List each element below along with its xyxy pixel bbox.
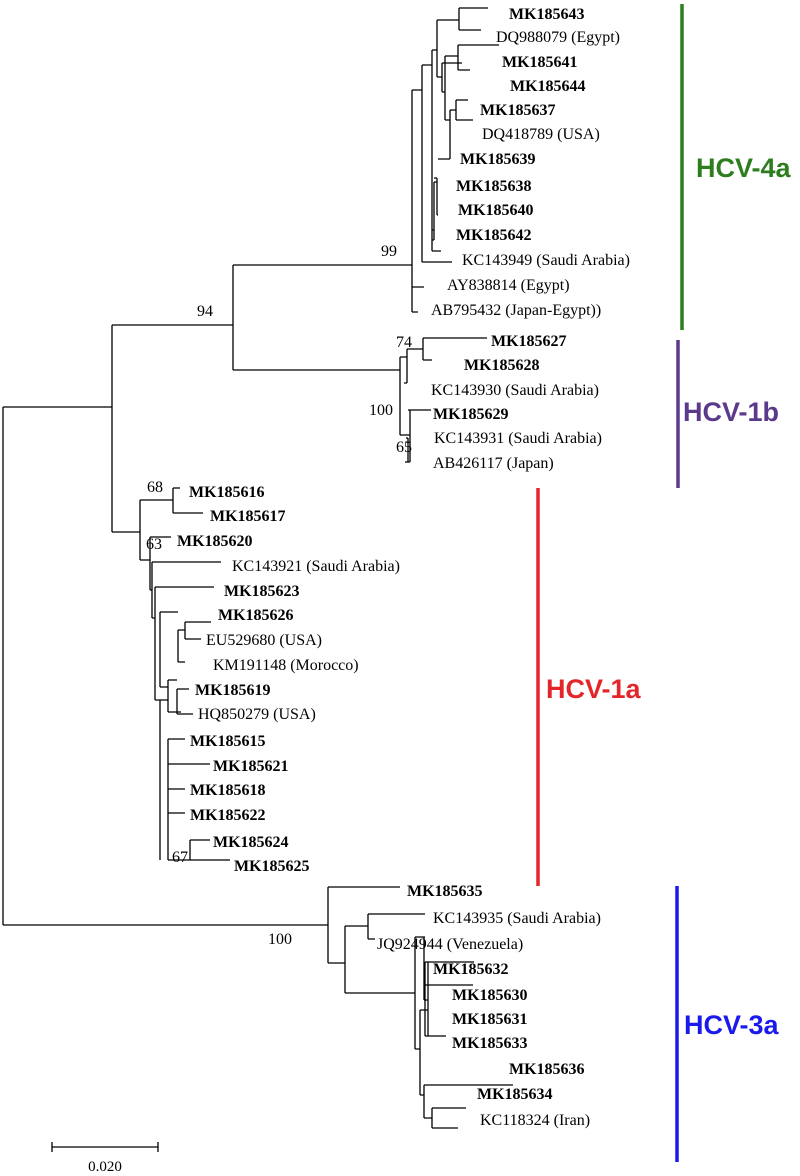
leaf-label: MK185633: [452, 1035, 528, 1052]
clade-label-hcv4a: HCV-4a: [696, 153, 792, 183]
bootstrap-value: 65: [396, 439, 412, 456]
branch-hcv3a: [327, 886, 513, 1129]
leaf-label: JQ924944 (Venezuela): [377, 936, 523, 953]
leaf-label: MK185622: [190, 807, 266, 824]
branch-4a-1b-split: [232, 264, 412, 371]
bootstrap-value: 94: [197, 303, 213, 320]
leaf-label: KC143949 (Saudi Arabia): [462, 252, 630, 269]
leaf-label: AB426117 (Japan): [433, 455, 554, 472]
bootstrap-value: 63: [146, 536, 162, 553]
leaf-label: KC118324 (Iran): [480, 1112, 590, 1129]
leaf-label: MK185631: [452, 1011, 528, 1028]
leaf-label: MK185629: [433, 406, 509, 423]
leaf-label: MK185630: [452, 987, 528, 1004]
branch-upper-clade: [111, 324, 233, 533]
leaf-label: MK185640: [458, 202, 534, 219]
scale-bar-label: 0.020: [88, 1159, 122, 1175]
bootstrap-value: 74: [396, 334, 412, 351]
leaf-label: MK185637: [480, 102, 556, 119]
leaf-label: MK185635: [407, 883, 483, 900]
clade-bars: [536, 4, 684, 1162]
leaf-label: MK185642: [456, 227, 532, 244]
clade-label-hcv1a: HCV-1a: [546, 674, 642, 704]
branch-hcv1b: [399, 337, 487, 463]
branch-hcv4a: [411, 7, 499, 313]
leaf-label: MK185626: [218, 607, 294, 624]
leaf-label: EU529680 (USA): [206, 632, 322, 649]
bootstrap-value: 67: [172, 849, 188, 866]
leaf-label: AB795432 (Japan-Egypt)): [431, 302, 601, 319]
bootstrap-value: 68: [147, 479, 163, 496]
leaf-label: MK185617: [210, 508, 286, 525]
leaf-label: MK185615: [190, 733, 266, 750]
leaf-label: KC143935 (Saudi Arabia): [433, 910, 601, 927]
leaf-label: MK185621: [213, 758, 289, 775]
leaf-label: DQ988079 (Egypt): [496, 29, 620, 46]
leaf-label: HQ850279 (USA): [198, 706, 316, 723]
leaf-label: KC143930 (Saudi Arabia): [431, 382, 599, 399]
leaf-label: KC143921 (Saudi Arabia): [232, 558, 400, 575]
clade-label-hcv3a: HCV-3a: [684, 1010, 780, 1040]
leaf-label: MK185625: [234, 858, 310, 875]
leaf-label: MK185616: [189, 484, 265, 501]
leaf-label: MK185644: [510, 78, 586, 95]
leaf-label: KC143931 (Saudi Arabia): [434, 430, 602, 447]
leaf-label: MK185619: [195, 682, 271, 699]
leaf-label: MK185638: [456, 178, 532, 195]
branch-root: [2, 406, 328, 926]
leaf-label: MK185643: [509, 6, 585, 23]
leaf-label: DQ418789 (USA): [482, 126, 600, 143]
leaf-label: MK185636: [509, 1061, 585, 1078]
leaf-label: KM191148 (Morocco): [213, 657, 359, 674]
leaf-label: AY838814 (Egypt): [447, 277, 570, 294]
clade-label-hcv1b: HCV-1b: [683, 397, 779, 427]
tree-branches: [2, 7, 513, 1129]
leaf-label: MK185627: [491, 333, 567, 350]
bootstrap-value: 100: [268, 931, 292, 948]
leaf-label: MK185628: [464, 357, 540, 374]
leaf-label: MK185632: [433, 961, 509, 978]
leaf-label: MK185624: [213, 834, 289, 851]
leaf-label: MK185623: [224, 583, 300, 600]
leaf-label: MK185620: [177, 533, 253, 550]
scale-bar: 0.020: [51, 1142, 159, 1175]
leaf-label: MK185618: [190, 782, 266, 799]
bootstrap-value: 99: [381, 243, 397, 260]
leaf-label: MK185639: [460, 151, 536, 168]
leaf-label: MK185634: [477, 1086, 553, 1103]
leaf-label: MK185641: [502, 54, 578, 71]
bootstrap-values: 99 94 74 100 65 68 63 67 100: [146, 243, 412, 948]
bootstrap-value: 100: [369, 402, 393, 419]
branch-hcv1a: [139, 487, 230, 861]
